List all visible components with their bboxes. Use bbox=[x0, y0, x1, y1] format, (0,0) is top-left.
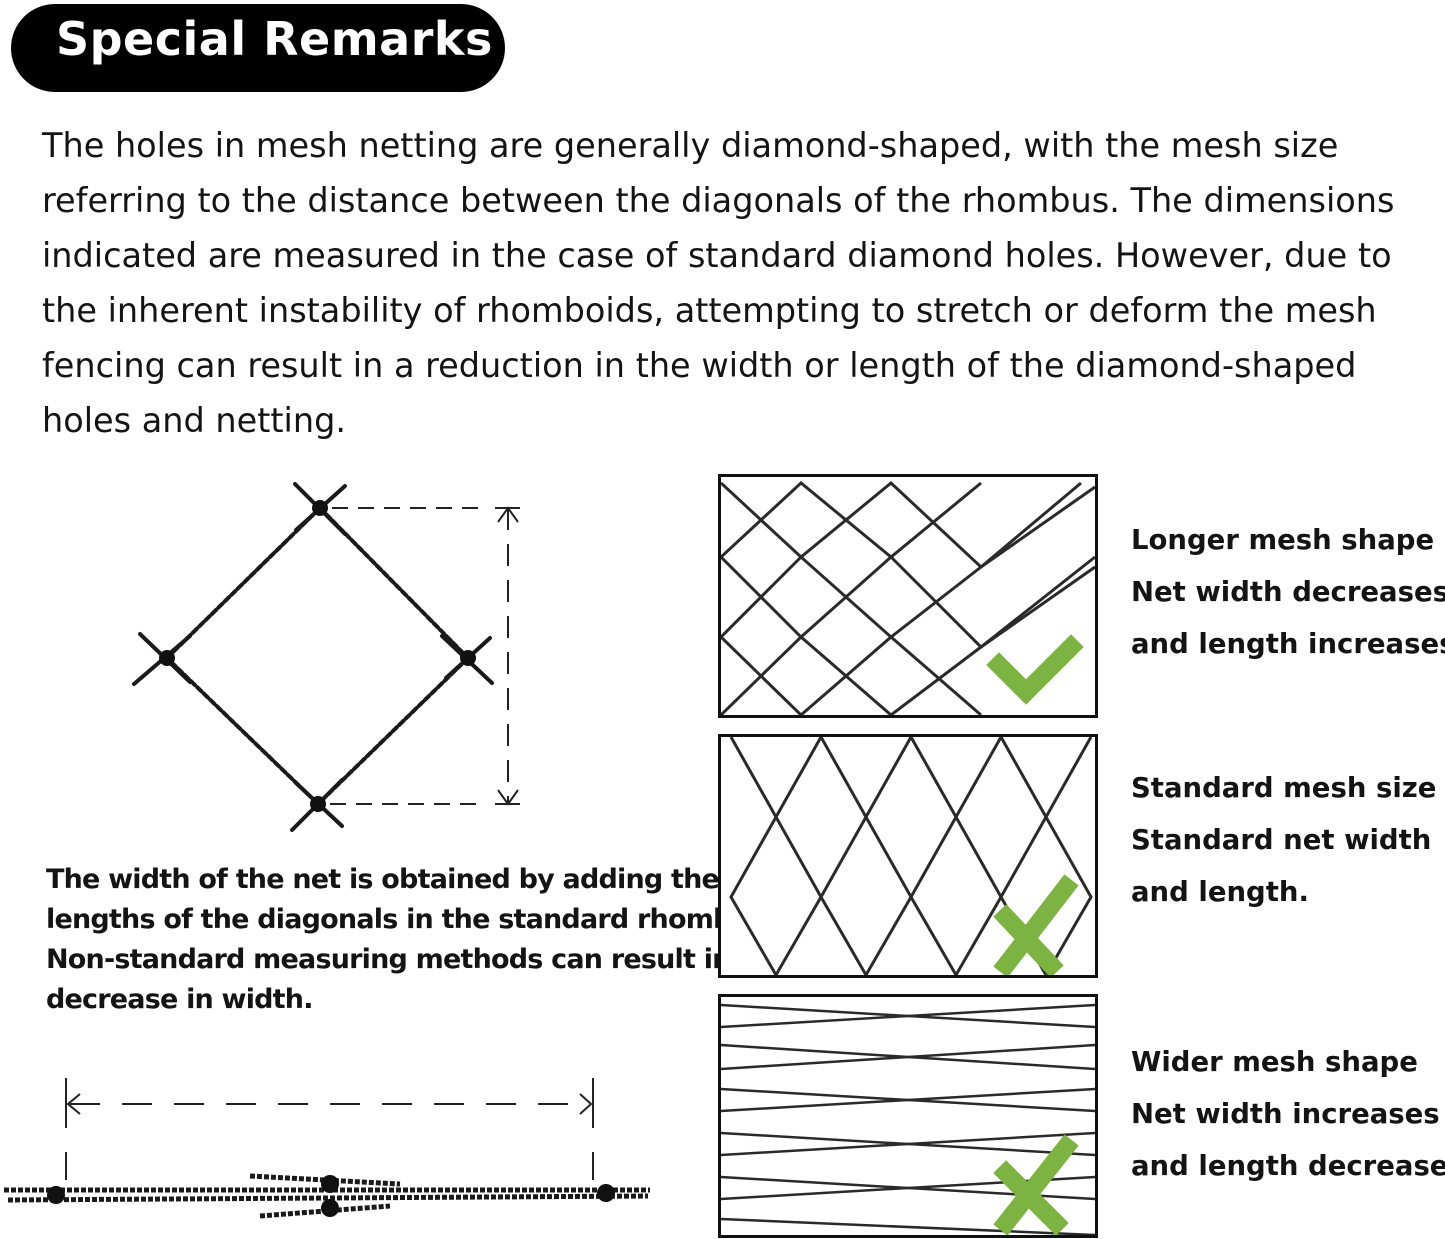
mesh-wider-image bbox=[721, 1003, 1095, 1235]
intro-line: holes and netting. bbox=[42, 401, 346, 440]
desc-line: and length. bbox=[1131, 876, 1309, 908]
measurement-caption: The width of the net is obtained by addi… bbox=[46, 860, 776, 1020]
panel-description-longer: Longer mesh shape Net width decreases an… bbox=[1131, 514, 1445, 670]
intro-line: indicated are measured in the case of st… bbox=[42, 236, 1392, 275]
page-title: Special Remarks bbox=[56, 12, 493, 66]
desc-line: and length increases. bbox=[1131, 628, 1445, 660]
mesh-panel-longer bbox=[718, 474, 1098, 718]
desc-line: Longer mesh shape bbox=[1131, 524, 1435, 556]
intro-line: The holes in mesh netting are generally … bbox=[42, 126, 1339, 165]
panel-description-wider: Wider mesh shape Net width increases and… bbox=[1131, 1036, 1445, 1192]
cross-icon bbox=[993, 1134, 1079, 1235]
desc-line: Net width decreases bbox=[1131, 576, 1445, 608]
cross-icon bbox=[993, 874, 1079, 975]
panel-description-standard: Standard mesh size Standard net width an… bbox=[1131, 762, 1436, 918]
net-width-diagram bbox=[4, 1078, 650, 1219]
diamond-mesh-diagram bbox=[132, 482, 520, 832]
caption-line: The width of the net is obtained by addi… bbox=[46, 864, 720, 895]
intro-line: fencing can result in a reduction in the… bbox=[42, 346, 1357, 385]
desc-line: Standard net width bbox=[1131, 824, 1432, 856]
check-icon bbox=[986, 634, 1084, 705]
caption-line: decrease in width. bbox=[46, 984, 313, 1015]
desc-line: Standard mesh size bbox=[1131, 772, 1437, 804]
mesh-panel-standard bbox=[718, 734, 1098, 978]
mesh-panel-wider bbox=[718, 994, 1098, 1238]
intro-line: referring to the distance between the di… bbox=[42, 181, 1395, 220]
mesh-longer-image bbox=[721, 481, 1095, 715]
mesh-standard-image bbox=[729, 737, 1093, 975]
caption-line: Non-standard measuring methods can resul… bbox=[46, 944, 757, 975]
desc-line: Wider mesh shape bbox=[1131, 1046, 1418, 1078]
intro-paragraph: The holes in mesh netting are generally … bbox=[42, 118, 1442, 448]
header-banner bbox=[11, 4, 505, 92]
desc-line: and length decreases. bbox=[1131, 1150, 1445, 1182]
intro-line: the inherent instability of rhomboids, a… bbox=[42, 291, 1377, 330]
caption-line: lengths of the diagonals in the standard… bbox=[46, 904, 776, 935]
desc-line: Net width increases bbox=[1131, 1098, 1440, 1130]
